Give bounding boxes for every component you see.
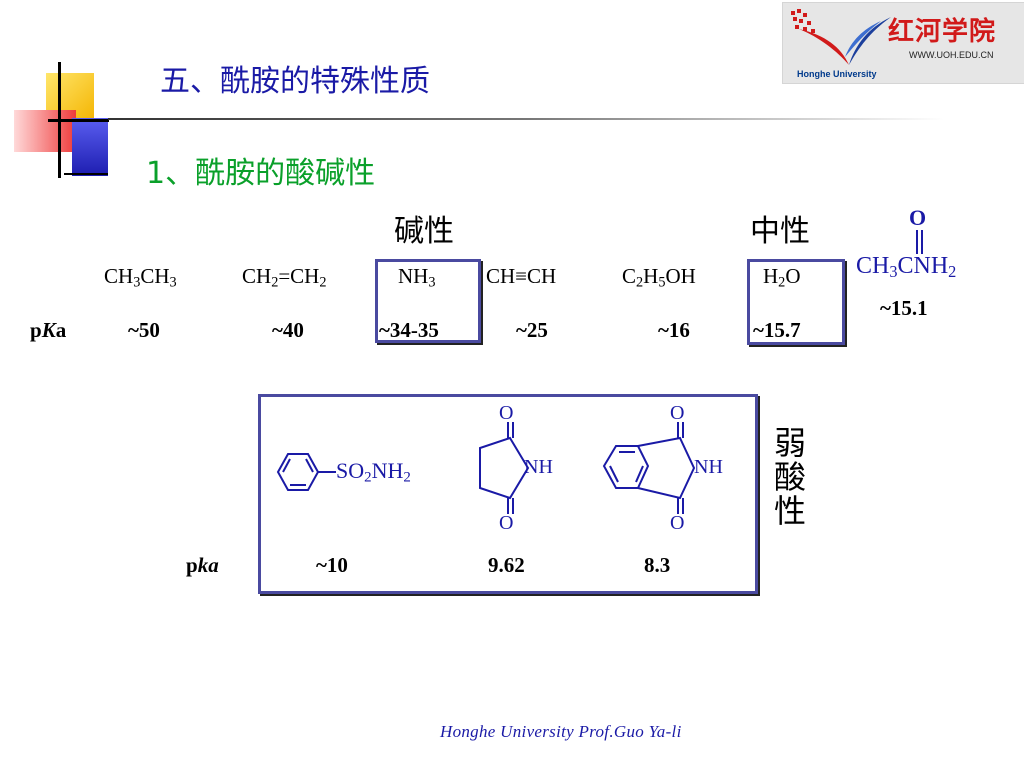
weak-acid-char-3: 性	[774, 492, 807, 530]
succinimide-o-top: O	[499, 402, 514, 424]
succinimide-o-bottom: O	[499, 512, 514, 534]
page-title: 五、酰胺的特殊性质	[160, 64, 430, 99]
compound-ethanol: C2H5OH	[622, 264, 696, 291]
phthalimide-o-top: O	[670, 402, 685, 424]
pka-sulfonamide: ~10	[316, 553, 348, 577]
header-rule	[108, 118, 944, 120]
logo-url: WWW.UOH.EDU.CN	[909, 50, 994, 60]
decor-blue-square	[72, 118, 108, 176]
pka-acetamide: ~15.1	[880, 296, 928, 320]
logo-emblem-icon	[791, 9, 891, 65]
label-neutral: 中性	[750, 214, 810, 249]
pka-ethyne: ~25	[516, 318, 548, 342]
pka-phthalimide: 8.3	[644, 553, 671, 577]
pka-ammonia: ~34-35	[379, 318, 439, 342]
phthalimide-nh: NH	[694, 456, 723, 478]
acetamide-formula: CH3CNH2	[856, 253, 957, 282]
sulfonamide-label: SO2NH2	[336, 458, 411, 486]
succinimide-nh: NH	[524, 456, 553, 478]
acetamide-double-bond	[916, 230, 923, 254]
weak-acid-box	[258, 394, 758, 594]
compound-ammonia: NH3	[398, 264, 436, 291]
highlight-box-nh3	[375, 259, 481, 343]
highlight-box-h2o	[747, 259, 845, 345]
weak-acid-char-1: 弱	[774, 424, 807, 462]
compound-ethyne: CH≡CH	[486, 264, 557, 288]
compound-water: H2O	[763, 264, 801, 291]
phthalimide-ring-icon	[602, 422, 696, 514]
section-subtitle: 1、酰胺的酸碱性	[146, 156, 376, 191]
logo-name-en: Honghe University	[797, 69, 877, 79]
university-logo: 红河学院 WWW.UOH.EDU.CN Honghe University	[782, 2, 1024, 84]
decor-horizontal-line-lower	[64, 173, 108, 175]
weak-acid-char-2: 酸	[774, 458, 807, 496]
pka-ethane: ~50	[128, 318, 160, 342]
footer-credit: Honghe University Prof.Guo Ya-li	[440, 722, 682, 741]
label-basic: 碱性	[394, 214, 454, 249]
succinimide-ring-icon	[479, 422, 530, 514]
pka-ethanol: ~16	[658, 318, 690, 342]
benzene-ring-icon	[276, 453, 336, 491]
pka-ethene: ~40	[272, 318, 304, 342]
logo-name-cn: 红河学院	[888, 17, 997, 47]
decor-horizontal-line	[48, 119, 109, 122]
pka-water: ~15.7	[753, 318, 801, 342]
decor-red-bar	[14, 110, 76, 152]
pka-row-label: pKa	[30, 318, 67, 342]
compound-ethane: CH3CH3	[104, 264, 177, 291]
phthalimide-o-bottom: O	[670, 512, 685, 534]
pka-lower-row-label: pka	[186, 553, 219, 577]
pka-succinimide: 9.62	[488, 553, 525, 577]
compound-ethene: CH2=CH2	[242, 264, 327, 291]
acetamide-carbonyl-o: O	[909, 205, 927, 230]
